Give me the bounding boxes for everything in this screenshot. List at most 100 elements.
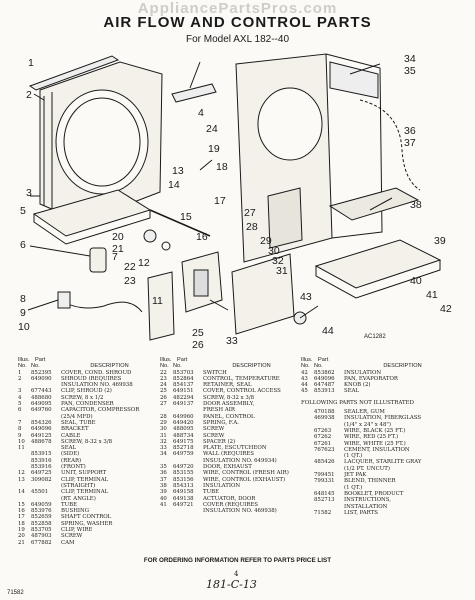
illus-number: 33 bbox=[160, 445, 167, 452]
column-header: Illus.Part No.No.DESCRIPTION bbox=[160, 357, 300, 370]
part-number: 853916 bbox=[31, 457, 52, 464]
part-number: 853862 bbox=[314, 369, 335, 376]
part-number: 852713 bbox=[314, 497, 335, 504]
header-description: DESCRIPTION bbox=[90, 363, 129, 370]
part-number: 767623 bbox=[314, 446, 335, 453]
part-description: BRACKET bbox=[61, 426, 89, 433]
callout-18: 18 bbox=[216, 161, 228, 173]
part-number: 67263 bbox=[314, 427, 332, 434]
part-number: 649175 bbox=[173, 438, 194, 445]
not-illustrated-heading: FOLLOWING PARTS NOT ILLUSTRATED bbox=[301, 399, 414, 406]
parts-row: 852713 INSTRUCTIONS, bbox=[301, 497, 461, 503]
part-description: CLIP, WIRE bbox=[61, 527, 93, 534]
part-number: 45501 bbox=[31, 489, 49, 496]
part-number: 854137 bbox=[173, 382, 194, 389]
part-description: WIRE, BLACK (25 FT.) bbox=[344, 427, 406, 434]
document-code: 71582 bbox=[7, 590, 24, 596]
part-number: 649096 bbox=[314, 375, 335, 382]
part-number: 854313 bbox=[173, 482, 194, 489]
part-description: SPRING, WASHER bbox=[61, 520, 113, 527]
callout-3: 3 bbox=[26, 187, 32, 199]
parts-row: 853915(SIDE) bbox=[18, 451, 158, 457]
illus-number: 42 bbox=[301, 369, 308, 376]
part-number: 649759 bbox=[173, 451, 194, 458]
part-description: LACQUER, STARLITE GRAY bbox=[344, 459, 422, 466]
part-number: 852864 bbox=[173, 375, 194, 382]
parts-row: 853916(REAR) bbox=[18, 458, 158, 464]
part-number: 649059 bbox=[31, 501, 52, 508]
part-description: WIRE, WHITE (25 FT.) bbox=[344, 440, 406, 447]
part-number: 648145 bbox=[314, 490, 335, 497]
part-number: 649095 bbox=[31, 401, 52, 408]
callout-9: 9 bbox=[20, 307, 26, 319]
part-number: 487903 bbox=[31, 533, 52, 540]
callout-44: 44 bbox=[322, 325, 334, 337]
part-description: SCREW, 8-32 x 3/8 bbox=[203, 394, 255, 401]
part-description: (1/2 PT. UNCUT) bbox=[344, 465, 390, 472]
part-number: 488678 bbox=[31, 438, 52, 445]
illus-number: 8 bbox=[18, 426, 22, 433]
part-number: 649960 bbox=[173, 413, 194, 420]
part-number: 799331 bbox=[314, 478, 335, 485]
part-description: CONTROL, TEMPERATURE bbox=[203, 375, 280, 382]
part-description: SWITCH bbox=[203, 369, 227, 376]
part-description: BUSHING bbox=[61, 508, 90, 515]
illus-number: 41 bbox=[160, 501, 167, 508]
header-part-no: No. bbox=[173, 363, 182, 370]
part-description: INSTRUCTIONS, bbox=[344, 497, 391, 504]
column-header: Illus.Part No.No.DESCRIPTION bbox=[301, 357, 461, 370]
illus-number: 14 bbox=[18, 489, 25, 496]
parts-row: (25/4 MFD) bbox=[18, 414, 158, 420]
callout-1: 1 bbox=[28, 57, 34, 69]
parts-row: (1/4" x 24" x 48") bbox=[301, 422, 461, 428]
part-number: 853703 bbox=[173, 369, 194, 376]
parts-row: INSULATION NO. 469938) bbox=[160, 508, 300, 514]
part-description: SEAL, TUBE bbox=[61, 419, 96, 426]
illus-number: 39 bbox=[160, 489, 167, 496]
part-description: BOOKLET, PRODUCT bbox=[344, 490, 404, 497]
part-description: BLEND, THINNER bbox=[344, 478, 396, 485]
part-description: CABLE bbox=[61, 432, 81, 439]
part-number: 649420 bbox=[173, 419, 194, 426]
callout-33: 33 bbox=[226, 335, 238, 347]
part-number: 482294 bbox=[173, 394, 194, 401]
part-number: 488095 bbox=[173, 426, 194, 433]
callout-29: 29 bbox=[260, 235, 272, 247]
callout-32: 32 bbox=[272, 255, 284, 267]
callout-39: 39 bbox=[434, 235, 446, 247]
callout-27: 27 bbox=[244, 207, 256, 219]
part-description: UNIT, SUPPORT bbox=[61, 470, 107, 477]
part-description: INSULATION NO. 469938) bbox=[203, 508, 277, 515]
illus-number: 24 bbox=[160, 382, 167, 389]
illus-number: 35 bbox=[160, 464, 167, 471]
part-description: COVER, COND. SHROUD bbox=[61, 369, 132, 376]
part-description: (1/4" x 24" x 48") bbox=[344, 421, 391, 428]
part-number: 647487 bbox=[314, 382, 335, 389]
part-number: 649138 bbox=[173, 495, 194, 502]
part-number: 67261 bbox=[314, 440, 332, 447]
parts-row: 853916(FRONT) bbox=[18, 464, 158, 470]
part-description: CLIP, SHROUD (2) bbox=[61, 388, 112, 395]
part-description: (1 QT.) bbox=[344, 453, 363, 460]
illus-number: 10 bbox=[18, 438, 25, 445]
parts-row: 648145 BOOKLET, PRODUCT bbox=[301, 491, 461, 497]
illus-number: 25 bbox=[160, 388, 167, 395]
part-description: INSULATION NO. 649934) bbox=[203, 457, 277, 464]
callout-35: 35 bbox=[404, 65, 416, 77]
callout-4: 4 bbox=[198, 107, 204, 119]
part-description: INSULATION NO. 469938 bbox=[61, 382, 133, 389]
part-number: 853915 bbox=[31, 451, 52, 458]
part-description: JET PAK bbox=[344, 472, 367, 479]
callout-7: 7 bbox=[112, 251, 118, 263]
